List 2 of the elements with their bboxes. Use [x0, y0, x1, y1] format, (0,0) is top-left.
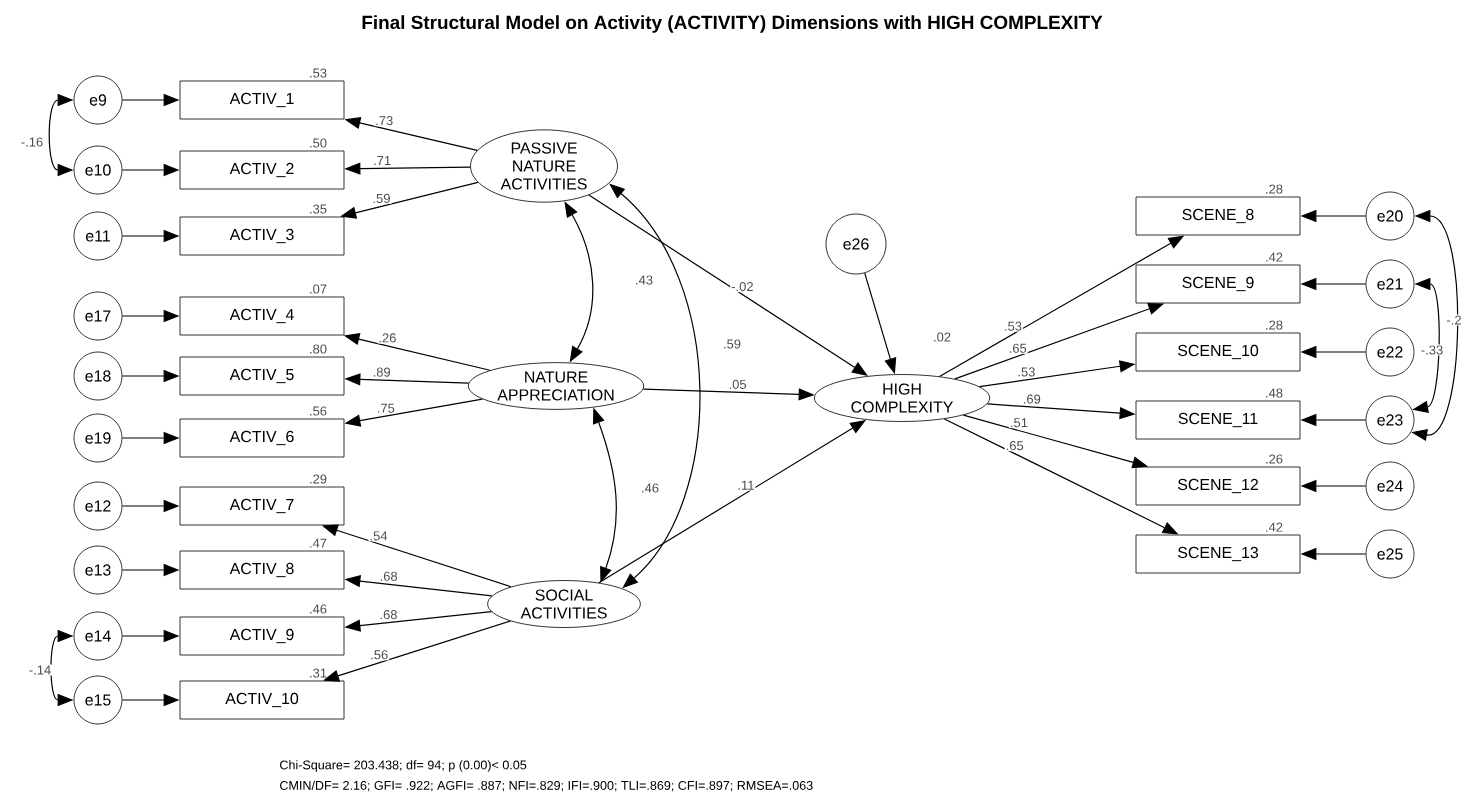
arrow [588, 194, 868, 376]
title: Final Structural Model on Activity (ACTIVITY) Dimensions with HIGH COMPLEXITY [362, 15, 1103, 33]
